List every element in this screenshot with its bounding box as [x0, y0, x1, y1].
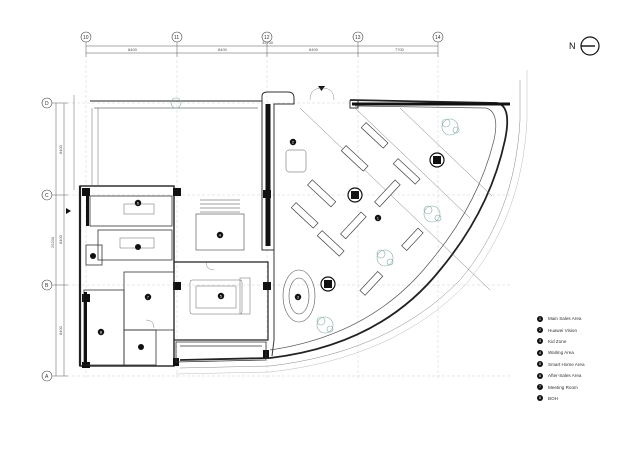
meeting-furniture: [119, 203, 251, 315]
boh-rooms: [83, 195, 175, 366]
legend-number: 4: [537, 349, 543, 356]
dimension-1: 8400: [128, 47, 138, 52]
dimension-total-x: 32700: [262, 40, 274, 45]
grid-row-C: C: [45, 193, 49, 199]
legend-item: 6 After-Sales Area: [537, 370, 632, 381]
top-dimension-chain: [85, 42, 439, 57]
legend-item: 8 BOH: [537, 393, 632, 404]
room-marker-5: 5: [217, 292, 225, 300]
legend-number: 8: [537, 395, 543, 402]
dimension-y-2: 8400: [58, 234, 63, 244]
side-entrance-arrow-icon: [66, 208, 71, 214]
svg-text:5: 5: [220, 294, 223, 299]
door-swings: [145, 87, 335, 329]
svg-text:4: 4: [219, 233, 222, 238]
dimension-2: 8400: [218, 47, 228, 52]
display-tables: [290, 122, 424, 296]
grid-row-A: A: [45, 374, 49, 380]
upper-left-outline: [73, 95, 99, 190]
waiting-area-stair: [195, 199, 245, 251]
round-columns: [320, 152, 445, 292]
north-label: N: [569, 41, 576, 51]
legend-number: 1: [537, 315, 543, 322]
legend-item: 1 Main Sales Area: [537, 313, 632, 324]
grid-col-14: 14: [435, 35, 441, 41]
legend-label: After-Sales Area: [548, 373, 582, 379]
legend-number: 2: [537, 327, 543, 334]
grid-col-10: 10: [83, 35, 89, 41]
curved-facade: [175, 70, 528, 375]
dimension-total-y: 25200: [50, 236, 55, 248]
svg-text:6: 6: [137, 201, 140, 206]
svg-text:2: 2: [292, 140, 295, 145]
dimension-4: 7700: [395, 47, 405, 52]
grid-col-11: 11: [174, 35, 179, 41]
legend-label: Meeting Room: [548, 384, 578, 390]
entrance-arrow-icon: [318, 86, 325, 91]
kid-zone-furniture: [282, 269, 316, 323]
grid-row-D: D: [45, 101, 49, 107]
room-marker-small-3: [138, 344, 144, 350]
legend-label: Kid Zone: [548, 338, 567, 344]
svg-text:3: 3: [297, 295, 300, 300]
dimension-y-3: 8400: [58, 325, 63, 335]
room-marker-4: 4: [216, 231, 224, 239]
dimension-y-1: 8400: [58, 144, 63, 154]
plant-icons: [170, 97, 460, 334]
legend-number: 7: [537, 384, 543, 391]
column-grid-markers: [80, 31, 444, 43]
legend-item: 4 Waiting Area: [537, 347, 632, 358]
legend-label: Waiting Area: [548, 350, 574, 356]
grid-row-B: B: [45, 283, 49, 289]
room-marker-small-1: [90, 253, 96, 259]
legend-item: 2 Huawei Vision: [537, 324, 632, 335]
legend-item: 5 Smart Home Area: [537, 359, 632, 370]
legend-label: Huawei Vision: [548, 327, 578, 333]
legend-number: 6: [537, 372, 543, 379]
grid-col-13: 13: [355, 35, 361, 41]
room-marker-2: 2: [289, 138, 297, 146]
boh-heavy-wall: [84, 292, 87, 365]
room-marker-7: 7: [144, 293, 152, 301]
legend-label: Main Sales Area: [548, 316, 582, 322]
legend-label: BOH: [548, 395, 558, 401]
room-marker-6: 6: [134, 199, 142, 207]
legend-number: 3: [537, 338, 543, 345]
sales-area-diagonals: [299, 107, 493, 291]
north-arrow-icon: [580, 36, 600, 56]
grid-col-12: 12: [264, 35, 270, 41]
legend-item: 7 Meeting Room: [537, 381, 632, 392]
room-marker-small-2: [135, 244, 141, 250]
after-sales-wall: [86, 190, 89, 226]
dimension-3: 8400: [309, 47, 319, 52]
room-marker-3: 3: [294, 293, 302, 301]
legend-item: 3 Kid Zone: [537, 336, 632, 347]
huawei-vision-screen: [285, 149, 307, 173]
legend: 1 Main Sales Area 2 Huawei Vision 3 Kid Zon…: [537, 313, 632, 404]
bottom-corridor: [175, 341, 267, 363]
svg-text:7: 7: [147, 295, 150, 300]
legend-number: 5: [537, 361, 543, 368]
room-marker-1: 1: [374, 214, 382, 222]
svg-text:1: 1: [377, 216, 380, 221]
svg-text:8: 8: [100, 330, 103, 335]
room-marker-8: 8: [97, 328, 105, 336]
legend-label: Smart Home Area: [548, 361, 585, 367]
